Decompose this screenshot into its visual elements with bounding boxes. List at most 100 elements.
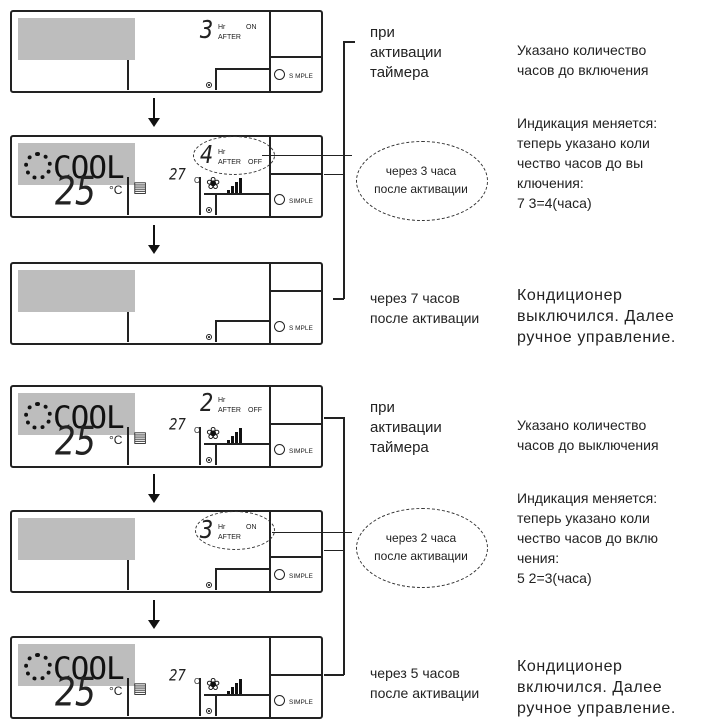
remote-display-panel: COOL 25 °C ▤ 27 C 4 Hr AFTER OFF ❀ SIMPL… [10, 135, 323, 218]
divider [127, 177, 129, 215]
divider [269, 173, 323, 175]
fan-icon: ❀ [206, 424, 221, 443]
mode-display-area: COOL [18, 644, 135, 687]
louver-icon: ▤ [133, 179, 148, 196]
timer-status: OFF [248, 407, 262, 414]
divider [215, 694, 217, 716]
mode-text: COOL [53, 150, 125, 186]
c-unit: C [194, 426, 200, 435]
c-unit: C [194, 176, 200, 185]
mode-display-area: COOL [18, 143, 135, 186]
set-temperature: 25 [55, 169, 96, 215]
bracket-tick [343, 41, 355, 43]
fan-icon: ❀ [206, 174, 221, 193]
divider [199, 427, 201, 465]
celsius-unit: °C [109, 183, 123, 197]
divider [127, 60, 129, 90]
divider [215, 320, 217, 342]
simple-label: SIMPLE [289, 448, 313, 455]
indicator-dot-icon [206, 207, 212, 213]
simple-label: SIMPLE [289, 198, 313, 205]
divider [269, 290, 323, 292]
divider [269, 56, 323, 58]
divider [215, 320, 269, 322]
set-temperature: 25 [55, 419, 96, 465]
divider [215, 443, 217, 465]
divider [269, 264, 271, 343]
cool-mode-icon [24, 653, 52, 681]
room-temperature: 27 [169, 165, 186, 185]
divider [127, 560, 129, 590]
divider [215, 193, 217, 215]
bracket-tick [333, 298, 344, 300]
divider [199, 177, 201, 215]
timer-status: ON [246, 24, 257, 31]
blank-display-area [18, 518, 135, 560]
divider [204, 443, 269, 445]
room-temperature: 27 [169, 415, 186, 435]
c-unit: C [194, 677, 200, 686]
step-description: Указано количество часов до включения [517, 42, 649, 78]
leader-line [324, 550, 344, 552]
step-ellipse [356, 508, 488, 588]
mode-text: COOL [53, 400, 125, 436]
step-description: Указано количество часов до выключения [517, 417, 659, 453]
step-label-activation: при активации таймера [370, 399, 442, 456]
timer-hours: 3 [200, 16, 214, 45]
divider [269, 387, 271, 466]
step-description: Индикация меняется: теперь указано коли … [517, 490, 659, 586]
down-arrow [148, 474, 160, 503]
divider [215, 68, 217, 90]
divider [204, 193, 269, 195]
fan-speed-bars-icon [227, 676, 242, 696]
step-label-delay: через 3 часа после активации [374, 164, 468, 196]
divider [127, 312, 129, 342]
bracket-tick [324, 417, 344, 419]
step-label-activation: при активации таймера [370, 24, 442, 81]
divider [269, 12, 271, 91]
highlight-ellipse [195, 511, 275, 550]
timer-hours: 2 [200, 389, 214, 418]
celsius-unit: °C [109, 684, 123, 698]
divider [127, 427, 129, 465]
cool-mode-icon [24, 152, 52, 180]
step-description: Кондиционер выключился. Далее ручное упр… [517, 287, 676, 346]
clock-icon [274, 569, 285, 580]
down-arrow [148, 225, 160, 254]
down-arrow [148, 98, 160, 127]
remote-display-panel: S MPLE [10, 262, 323, 345]
indicator-dot-icon [206, 708, 212, 714]
divider [127, 678, 129, 716]
step-description: Кондиционер включился. Далее ручное упра… [517, 658, 676, 717]
divider [269, 423, 323, 425]
divider [204, 694, 269, 696]
divider [215, 568, 269, 570]
divider [269, 137, 271, 216]
blank-display-area [18, 270, 135, 312]
hr-label: Hr [218, 397, 226, 404]
leader-line [324, 174, 344, 176]
divider [269, 512, 271, 591]
indicator-dot-icon [206, 457, 212, 463]
simple-label: SIMPLE [289, 699, 313, 706]
simple-label: S MPLE [289, 73, 313, 80]
clock-icon [274, 194, 285, 205]
bracket-tick [324, 674, 344, 676]
divider [215, 568, 217, 590]
step-description: Индикация меняется: теперь указано коли … [517, 115, 658, 211]
simple-label: S MPLE [289, 325, 313, 332]
remote-display-panel: 3 Hr ON AFTER S MPLE [10, 10, 323, 93]
remote-display-panel: COOL 25 °C ▤ 27 C 2 Hr AFTER OFF ❀ SIMPL… [10, 385, 323, 468]
clock-icon [274, 69, 285, 80]
leader-line [272, 532, 352, 534]
clock-icon [274, 444, 285, 455]
divider [199, 678, 201, 716]
louver-icon: ▤ [133, 429, 148, 446]
bracket-line [343, 417, 345, 675]
simple-label: SIMPLE [289, 573, 313, 580]
after-label: AFTER [218, 407, 241, 414]
step-label-delay: через 2 часа после активации [374, 531, 468, 563]
divider [269, 638, 271, 717]
step-label-delay: через 7 часов после активации [370, 290, 480, 326]
divider [215, 68, 269, 70]
